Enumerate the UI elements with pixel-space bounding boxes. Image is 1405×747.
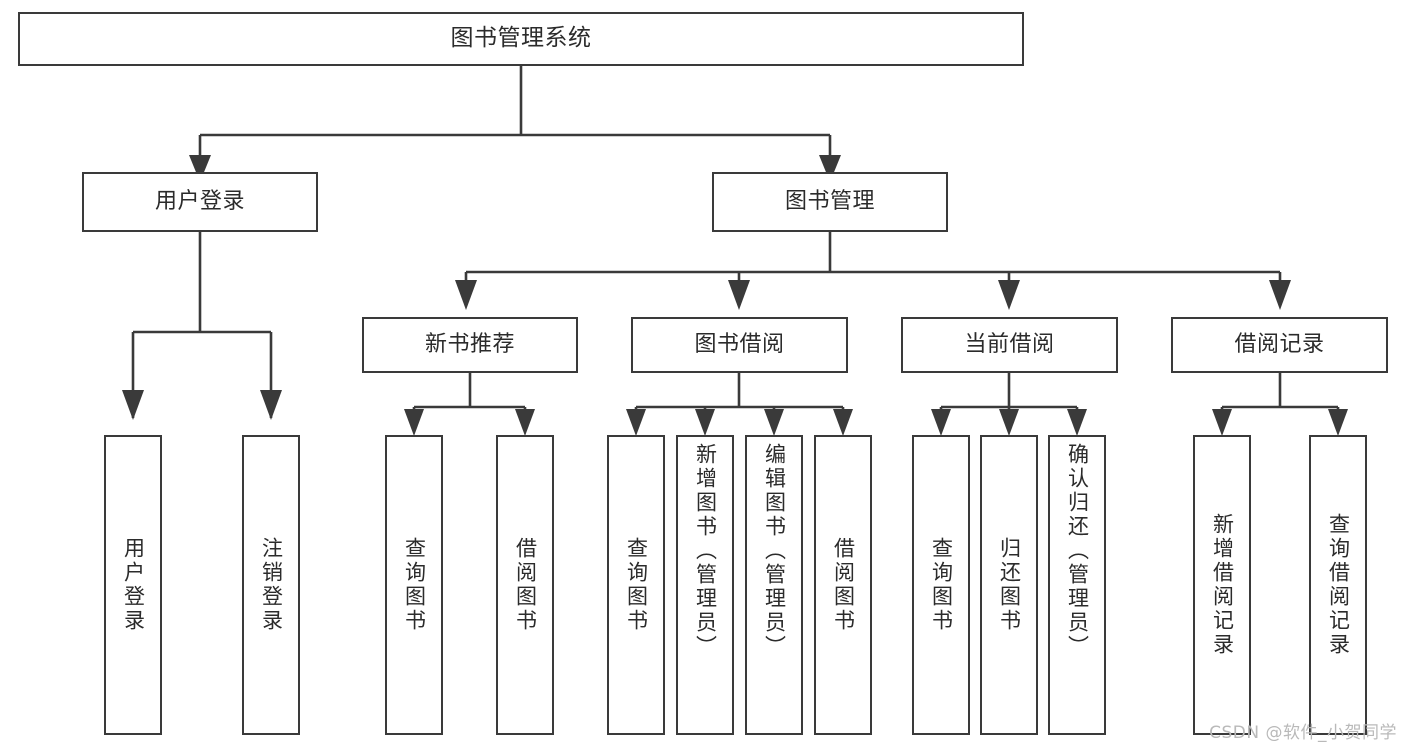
node-label: 注销登录 bbox=[259, 537, 284, 633]
node-leaf-borrow-book[interactable]: 借阅图书 bbox=[814, 435, 872, 735]
node-label: 新书推荐 bbox=[424, 332, 515, 358]
node-label: 查询借阅记录 bbox=[1326, 513, 1351, 657]
node-leaf-query-book-current[interactable]: 查询图书 bbox=[912, 435, 970, 735]
node-label: 查询图书 bbox=[929, 537, 954, 633]
node-leaf-return-book[interactable]: 归还图书 bbox=[980, 435, 1038, 735]
node-leaf-logout-login[interactable]: 注销登录 bbox=[242, 435, 300, 735]
node-label: 新增借阅记录 bbox=[1210, 513, 1235, 657]
node-label: 新增图书（管理员） bbox=[693, 443, 718, 659]
node-leaf-edit-book[interactable]: 编辑图书（管理员） bbox=[745, 435, 803, 735]
watermark-text: CSDN @软件_小贺同学 bbox=[1209, 723, 1397, 743]
node-book-manage[interactable]: 图书管理 bbox=[712, 172, 948, 232]
arrowhead-leaf-logout-login bbox=[260, 390, 282, 420]
node-label: 查询图书 bbox=[624, 537, 649, 633]
node-leaf-add-book[interactable]: 新增图书（管理员） bbox=[676, 435, 734, 735]
node-label: 图书管理 bbox=[784, 189, 875, 215]
node-label: 图书借阅 bbox=[694, 332, 785, 358]
node-label: 归还图书 bbox=[997, 537, 1022, 633]
node-root-book-management-system[interactable]: 图书管理系统 bbox=[18, 12, 1024, 66]
node-leaf-query-book-recommend[interactable]: 查询图书 bbox=[385, 435, 443, 735]
node-label: 用户登录 bbox=[154, 189, 245, 215]
node-leaf-add-borrow-record[interactable]: 新增借阅记录 bbox=[1193, 435, 1251, 735]
node-label: 借阅图书 bbox=[831, 537, 856, 633]
node-leaf-user-login[interactable]: 用户登录 bbox=[104, 435, 162, 735]
node-user-login[interactable]: 用户登录 bbox=[82, 172, 318, 232]
arrowhead-leaf-borrow-book-1 bbox=[515, 409, 535, 436]
arrowhead-book-borrow bbox=[728, 280, 750, 310]
node-borrow-record[interactable]: 借阅记录 bbox=[1171, 317, 1388, 373]
arrowhead-leaf-borrow-book-2 bbox=[833, 409, 853, 436]
node-label: 借阅图书 bbox=[513, 537, 538, 633]
arrowhead-leaf-query-borrow-record bbox=[1328, 409, 1348, 436]
node-leaf-query-book-borrow[interactable]: 查询图书 bbox=[607, 435, 665, 735]
node-new-book-recommend[interactable]: 新书推荐 bbox=[362, 317, 578, 373]
arrowhead-leaf-edit-book bbox=[764, 409, 784, 436]
arrowhead-current-borrow bbox=[998, 280, 1020, 310]
node-label: 确认归还（管理员） bbox=[1065, 443, 1090, 659]
arrowhead-leaf-user-login bbox=[122, 390, 144, 420]
node-label: 查询图书 bbox=[402, 537, 427, 633]
node-label: 图书管理系统 bbox=[450, 25, 592, 52]
node-leaf-confirm-return[interactable]: 确认归还（管理员） bbox=[1048, 435, 1106, 735]
arrowhead-leaf-add-book bbox=[695, 409, 715, 436]
arrowhead-borrow-record bbox=[1269, 280, 1291, 310]
arrowhead-leaf-add-borrow-record bbox=[1212, 409, 1232, 436]
node-current-borrow[interactable]: 当前借阅 bbox=[901, 317, 1118, 373]
node-label: 编辑图书（管理员） bbox=[762, 443, 787, 659]
arrowhead-new-book-recommend bbox=[455, 280, 477, 310]
node-label: 当前借阅 bbox=[964, 332, 1055, 358]
node-leaf-borrow-book-recommend[interactable]: 借阅图书 bbox=[496, 435, 554, 735]
arrowhead-leaf-query-book-3 bbox=[931, 409, 951, 436]
arrowhead-leaf-query-book-1 bbox=[404, 409, 424, 436]
node-label: 用户登录 bbox=[121, 537, 146, 633]
arrowhead-leaf-confirm-return bbox=[1067, 409, 1087, 436]
node-book-borrow[interactable]: 图书借阅 bbox=[631, 317, 848, 373]
arrowhead-leaf-return-book bbox=[999, 409, 1019, 436]
node-leaf-query-borrow-record[interactable]: 查询借阅记录 bbox=[1309, 435, 1367, 735]
node-label: 借阅记录 bbox=[1234, 332, 1325, 358]
arrowhead-leaf-query-book-2 bbox=[626, 409, 646, 436]
